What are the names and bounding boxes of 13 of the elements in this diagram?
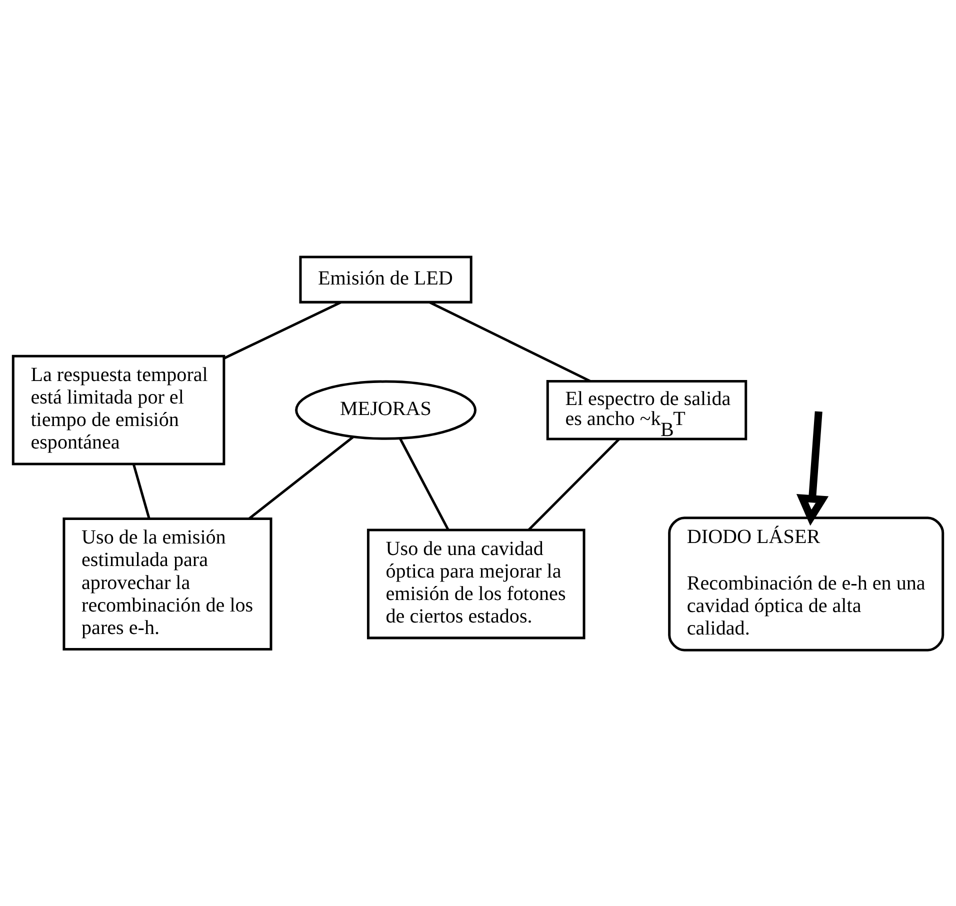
node-box: Emisión de LED [299,255,472,303]
connector [132,463,150,518]
node-box: Uso de una cavidad óptica para mejorar la emisión de los fotones de ciertos estados. [366,528,586,639]
connector [224,300,342,359]
connector [528,438,620,530]
arrow [796,410,829,526]
node-box: DIODO LÁSER Recombinación de e-h en una cavidad óptica de alta calidad. [668,516,944,651]
node-box: Uso de la emisión estimulada para aprovechar la recombinación de los pares e-h. [62,517,272,650]
connector [428,300,591,382]
node-box: La respuesta temporal está limitada por el tiempo de emisión espontánea [12,354,226,465]
connector [398,437,450,530]
node-ellipse: MEJORAS [295,380,477,440]
connector [248,435,354,519]
